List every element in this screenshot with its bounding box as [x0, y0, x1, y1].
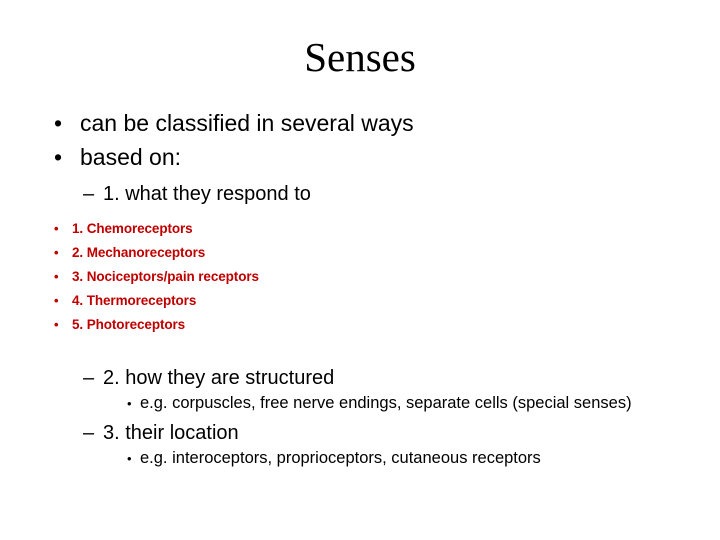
bullet-dot-icon: • — [54, 110, 63, 136]
bullet-dot-icon: • — [54, 221, 59, 236]
list-item-level2-structure: – 2. how they are structured — [0, 364, 720, 392]
list-item-level1-classified: • can be classified in several ways — [0, 108, 720, 138]
bullet-dash-icon: – — [83, 422, 95, 444]
list-item-level3-structure-examples: • e.g. corpuscles, free nerve endings, s… — [0, 392, 720, 415]
list-item-chemoreceptors: • 1. Chemoreceptors — [0, 217, 720, 241]
list-item-mechanoreceptors: • 2. Mechanoreceptors — [0, 241, 720, 265]
list-item-label: e.g. interoceptors, proprioceptors, cuta… — [140, 449, 541, 467]
page-title: Senses — [304, 34, 416, 80]
list-item-thermoreceptors: • 4. Thermoreceptors — [0, 289, 720, 313]
bullet-dot-icon: • — [127, 451, 132, 466]
receptor-type-list: • 1. Chemoreceptors • 2. Mechanoreceptor… — [0, 217, 720, 337]
list-item-nociceptors: • 3. Nociceptors/pain receptors — [0, 265, 720, 289]
list-item-label: e.g. corpuscles, free nerve endings, sep… — [140, 394, 632, 412]
list-item-level1-based-on: • based on: — [0, 142, 720, 172]
slide-body: • can be classified in several ways • ba… — [0, 108, 720, 470]
bullet-dot-icon: • — [54, 245, 59, 260]
list-item-photoreceptors: • 5. Photoreceptors — [0, 313, 720, 337]
list-item-label: 1. what they respond to — [103, 183, 311, 205]
list-item-label: can be classified in several ways — [80, 110, 414, 136]
list-item-label: based on: — [80, 144, 182, 170]
list-item-label: 4. Thermoreceptors — [72, 293, 197, 308]
list-item-level2-location: – 3. their location — [0, 419, 720, 447]
bullet-dash-icon: – — [83, 367, 95, 389]
list-item-label: 2. how they are structured — [103, 367, 335, 389]
bullet-dash-icon: – — [83, 183, 95, 205]
bullet-dot-icon: • — [54, 317, 59, 332]
spacer — [0, 337, 720, 364]
list-item-label: 5. Photoreceptors — [72, 317, 186, 332]
bullet-dot-icon: • — [54, 269, 59, 284]
bullet-dot-icon: • — [54, 144, 63, 170]
list-item-label: 1. Chemoreceptors — [72, 221, 193, 236]
bullet-dot-icon: • — [127, 396, 132, 411]
list-item-label: 2. Mechanoreceptors — [72, 245, 206, 260]
list-item-level2-respond-to: – 1. what they respond to — [0, 180, 720, 208]
bullet-dot-icon: • — [54, 293, 59, 308]
list-item-label: 3. their location — [103, 422, 239, 444]
list-item-label: 3. Nociceptors/pain receptors — [72, 269, 259, 284]
list-item-level3-location-examples: • e.g. interoceptors, proprioceptors, cu… — [0, 447, 720, 470]
